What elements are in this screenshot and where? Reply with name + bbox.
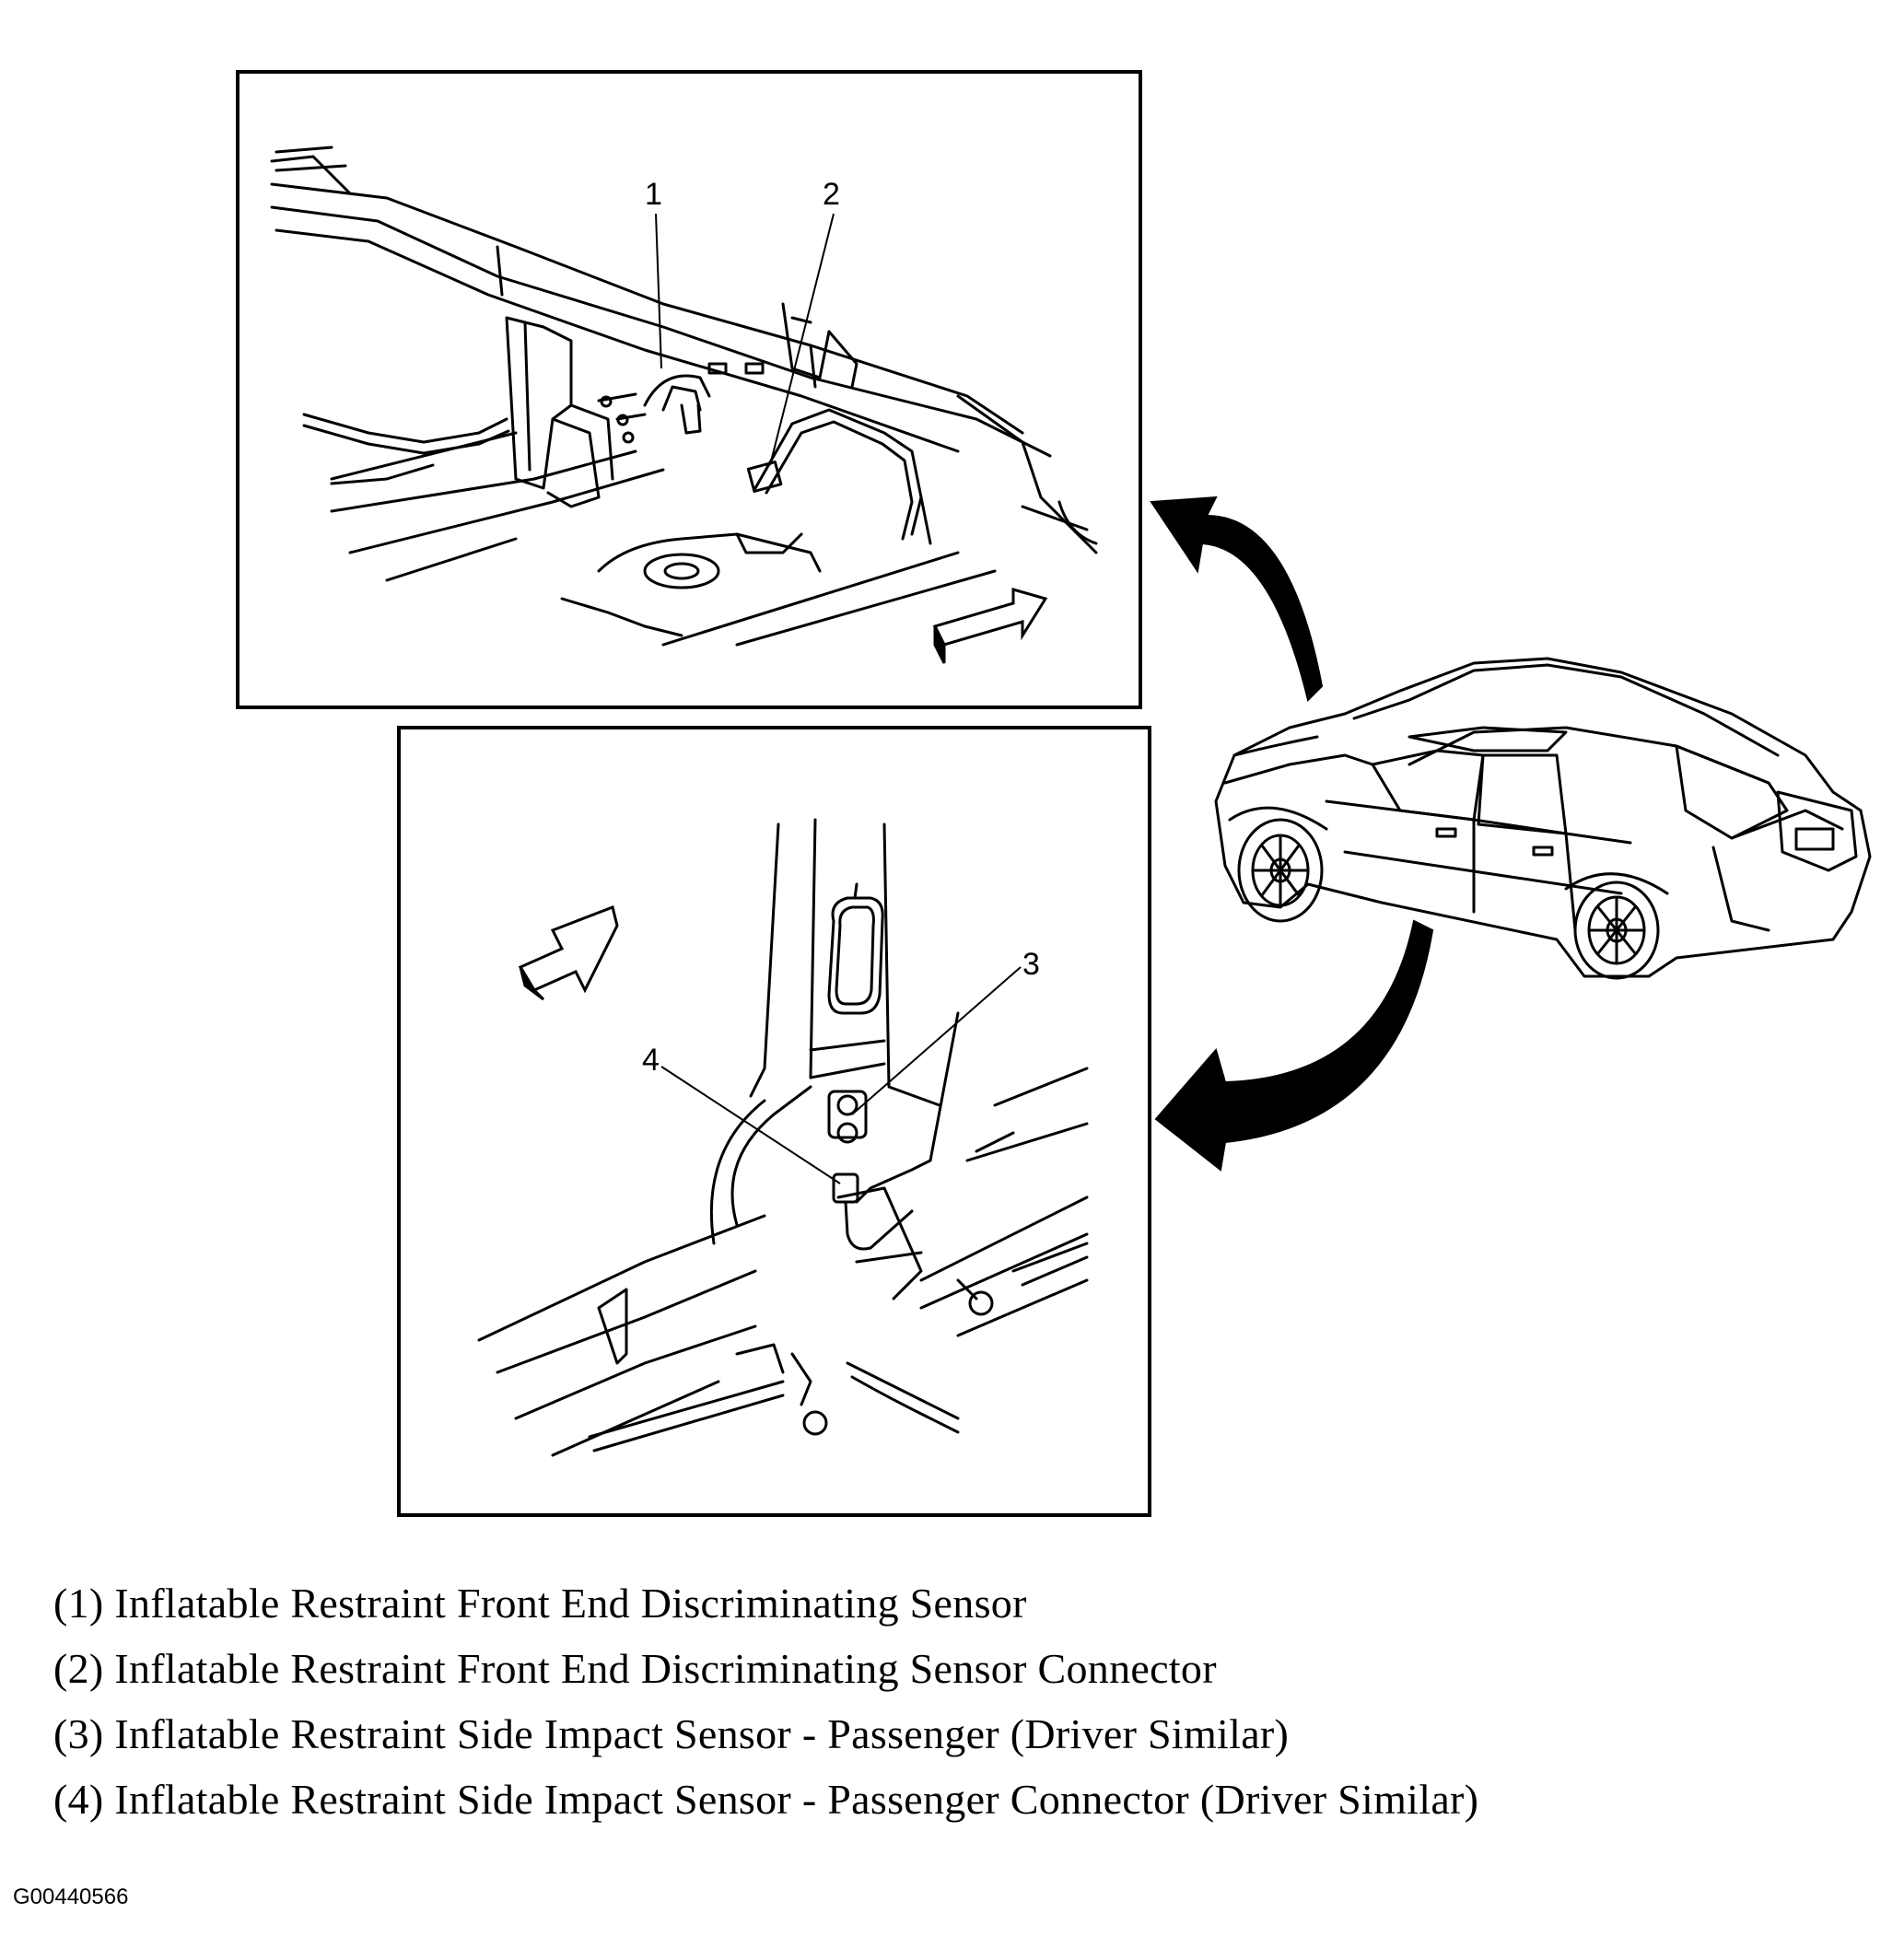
callout-1: 1 [645,177,662,369]
callout-3: 3 [851,947,1040,1115]
callout-2: 2 [769,177,840,466]
direction-arrow-bottom [518,904,619,1001]
callout-3-label: 3 [1022,947,1040,982]
bottom-detail-panel: 3 4 [397,726,1151,1517]
figure-id: G00440566 [13,1884,129,1909]
vehicle-illustration [1214,657,1872,980]
callout-4: 4 [642,1043,841,1184]
legend-item-2: (2) Inflatable Restraint Front End Discr… [53,1645,1217,1692]
legend-item-4: (4) Inflatable Restraint Side Impact Sen… [53,1776,1479,1823]
callout-4-label: 4 [642,1043,660,1078]
pointer-arrow-to-bottom-panel [1154,919,1434,1172]
pointer-arrow-to-top-panel [1150,496,1324,702]
legend-item-1: (1) Inflatable Restraint Front End Discr… [53,1580,1027,1627]
top-detail-panel: 1 2 [236,70,1142,709]
direction-arrow-top [932,588,1048,664]
legend-item-3: (3) Inflatable Restraint Side Impact Sen… [53,1710,1290,1757]
callout-1-label: 1 [645,177,662,212]
callout-2-label: 2 [823,177,840,212]
legend: (1) Inflatable Restraint Front End Discr… [53,1570,1804,1832]
